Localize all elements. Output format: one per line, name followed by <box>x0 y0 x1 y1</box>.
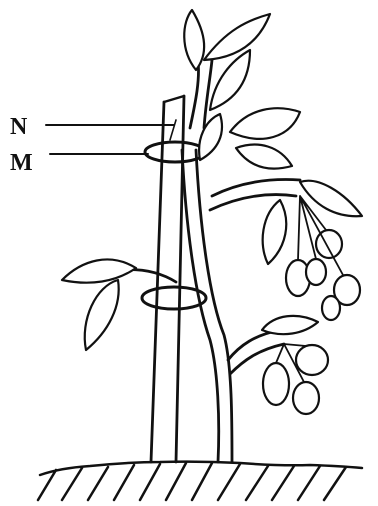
leaf <box>199 114 222 160</box>
fruit <box>263 363 289 405</box>
fruit <box>322 296 340 320</box>
leaf <box>300 181 362 216</box>
label-leaders <box>46 125 174 154</box>
leaf <box>184 10 204 70</box>
tie-lower <box>142 287 206 309</box>
leaf <box>262 316 318 334</box>
label-n: N <box>10 114 28 140</box>
support-stake <box>151 96 184 462</box>
leaf <box>236 145 292 169</box>
fruit <box>306 259 326 285</box>
fruit <box>293 382 319 414</box>
ground <box>38 462 362 500</box>
soil-hatching <box>38 463 346 500</box>
fruit <box>296 345 328 375</box>
leaf <box>62 259 136 282</box>
label-m: M <box>10 150 33 176</box>
leaf <box>263 200 287 264</box>
leaf <box>204 14 270 60</box>
fruit-cluster-lower <box>263 344 328 414</box>
leaf <box>230 108 300 139</box>
leaf <box>85 280 119 350</box>
